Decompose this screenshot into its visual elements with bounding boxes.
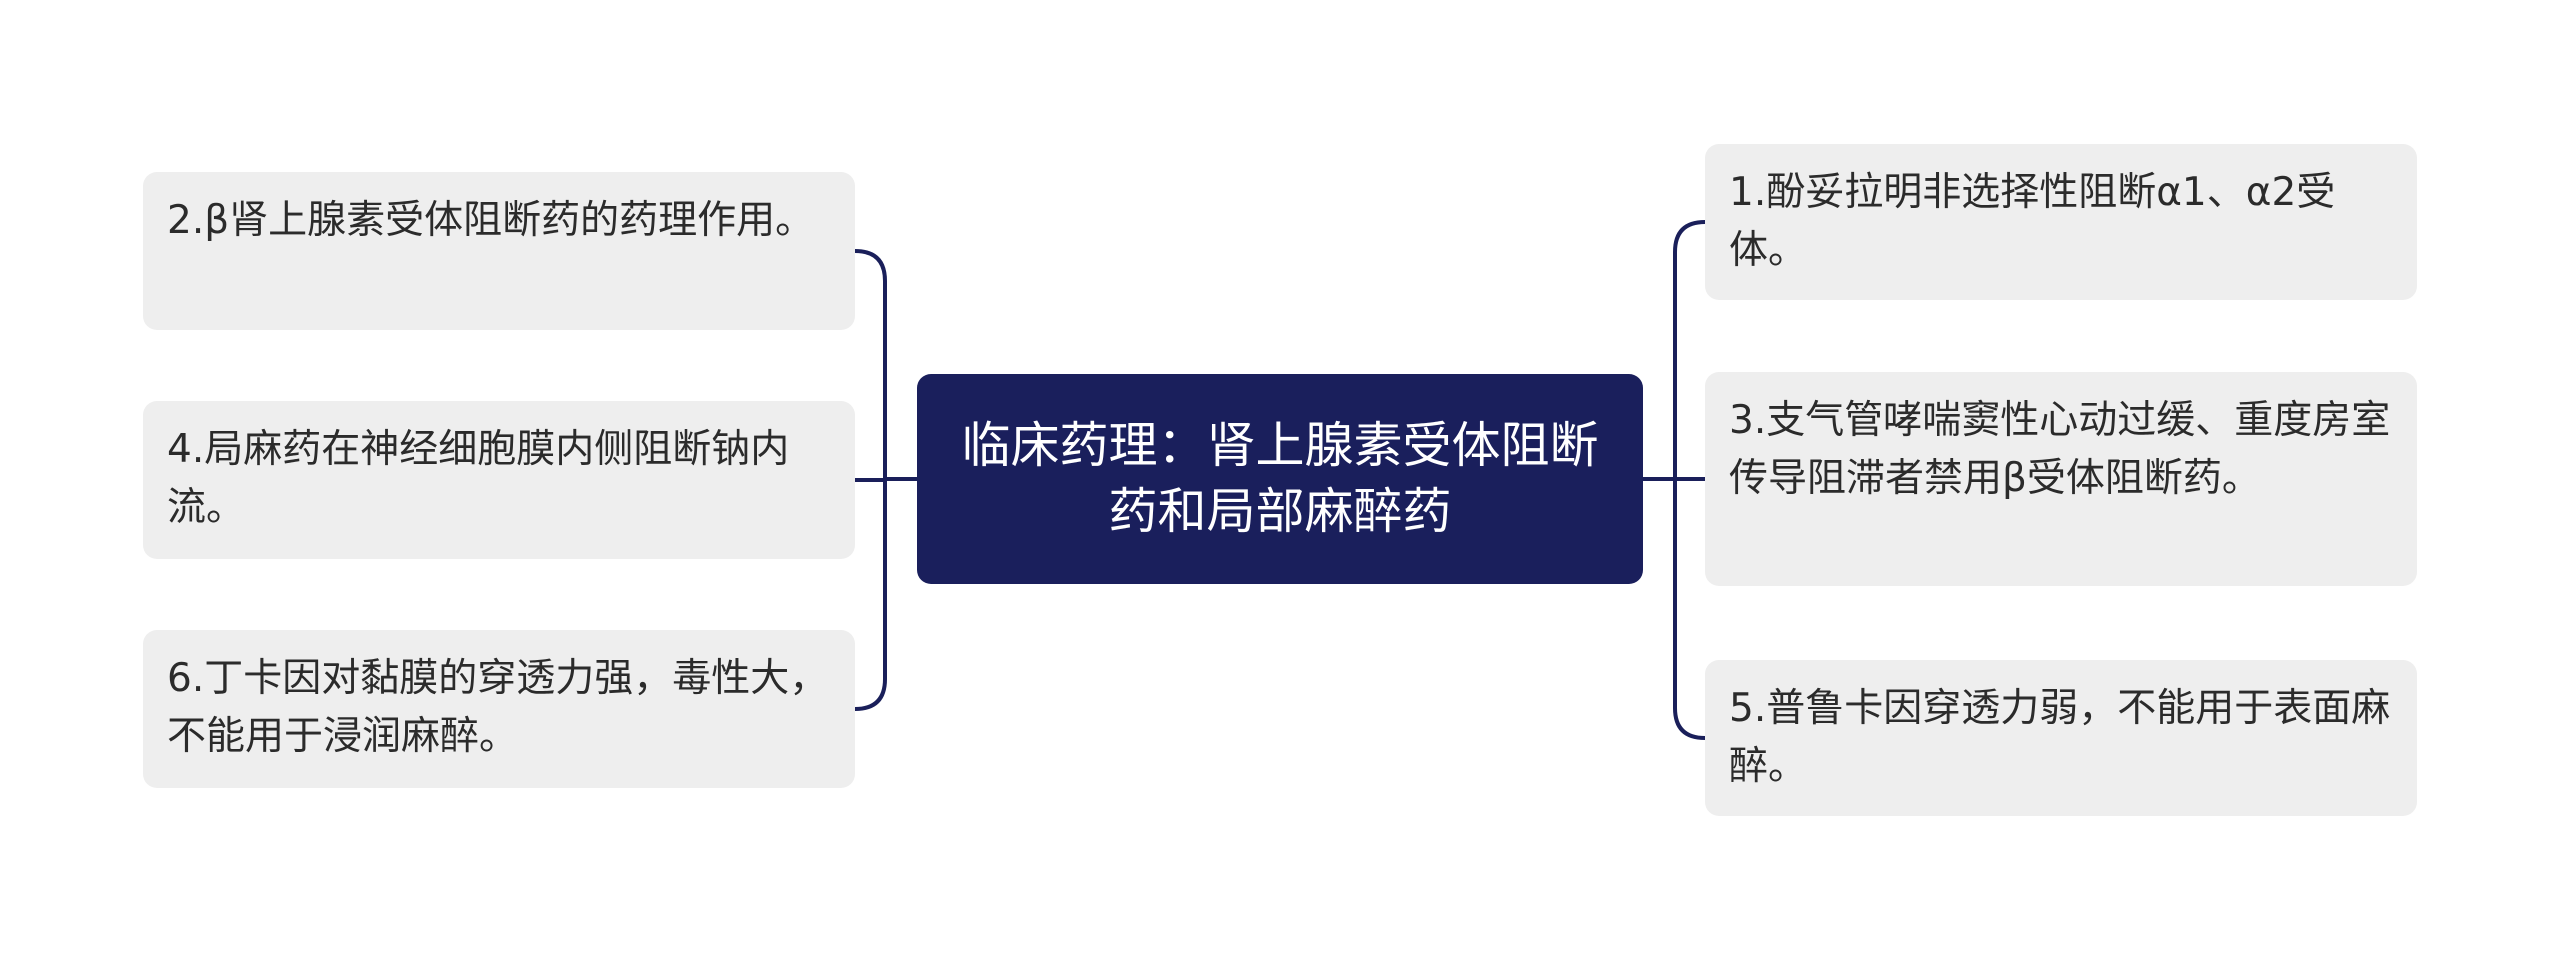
branch-text: 5.普鲁卡因穿透力弱，不能用于表面麻醉。 [1729, 686, 2391, 789]
branch-text: 6.丁卡因对黏膜的穿透力强，毒性大，不能用于浸润麻醉。 [167, 656, 829, 759]
branch-text: 2.β肾上腺素受体阻断药的药理作用。 [167, 198, 815, 243]
branch-node-right-3[interactable]: 5.普鲁卡因穿透力弱，不能用于表面麻醉。 [1705, 660, 2417, 816]
branch-node-right-1[interactable]: 1.酚妥拉明非选择性阻断α1、α2受体。 [1705, 144, 2417, 300]
branch-node-left-1[interactable]: 2.β肾上腺素受体阻断药的药理作用。 [143, 172, 855, 330]
branch-text: 3.支气管哮喘窦性心动过缓、重度房室传导阻滞者禁用β受体阻断药。 [1729, 398, 2391, 501]
root-node[interactable]: 临床药理：肾上腺素受体阻断药和局部麻醉药 [917, 374, 1643, 584]
branch-node-right-2[interactable]: 3.支气管哮喘窦性心动过缓、重度房室传导阻滞者禁用β受体阻断药。 [1705, 372, 2417, 586]
branch-node-left-2[interactable]: 4.局麻药在神经细胞膜内侧阻断钠内流。 [143, 401, 855, 559]
branch-text: 1.酚妥拉明非选择性阻断α1、α2受体。 [1729, 170, 2336, 273]
branch-text: 4.局麻药在神经细胞膜内侧阻断钠内流。 [167, 427, 790, 530]
branch-node-left-3[interactable]: 6.丁卡因对黏膜的穿透力强，毒性大，不能用于浸润麻醉。 [143, 630, 855, 788]
root-title: 临床药理：肾上腺素受体阻断药和局部麻醉药 [961, 417, 1599, 540]
